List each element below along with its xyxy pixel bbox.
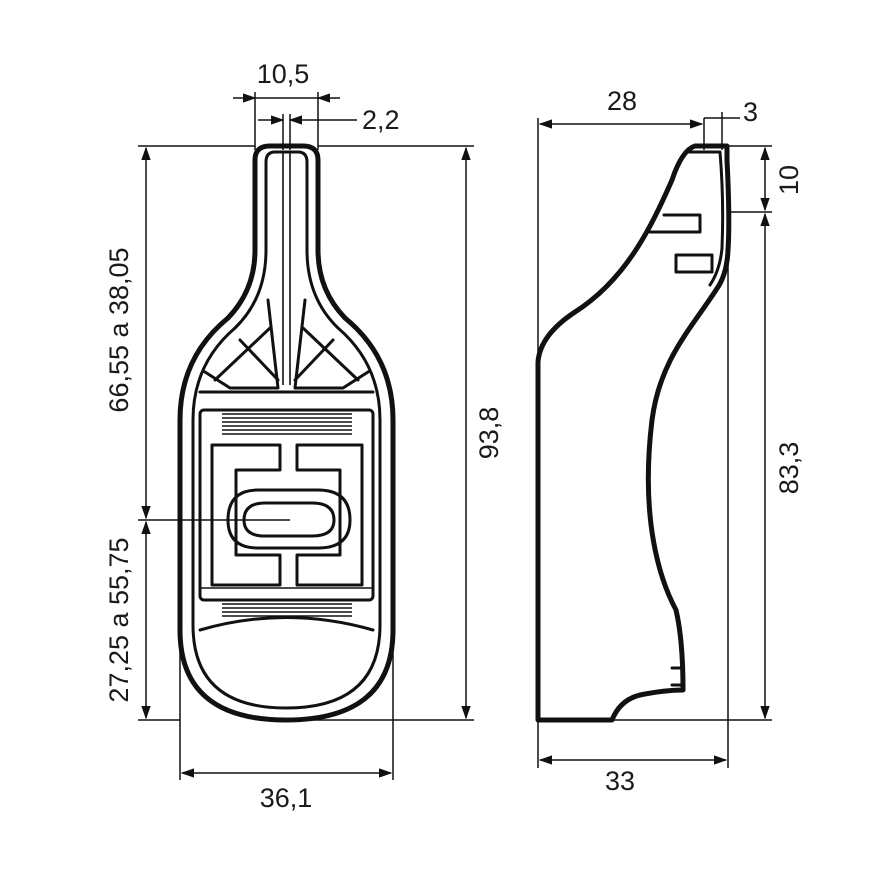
side-dimensions: 28 3 10 83,3 33 (537, 86, 804, 796)
front-inner-outline (191, 150, 382, 710)
dim-side-height: 83,3 (774, 442, 804, 495)
dim-upper-range: 66,55 a 38,05 (104, 247, 134, 412)
dim-lower-range: 27,25 a 55,75 (104, 537, 134, 702)
dim-total-height: 93,8 (474, 407, 504, 460)
dim-slot-width: 2,2 (362, 105, 400, 135)
dim-side-depth: 33 (605, 766, 635, 796)
rib-cross-right (301, 326, 360, 382)
bottom-hatch (222, 599, 352, 617)
top-hatch (222, 413, 352, 435)
side-inner-outline (683, 150, 725, 287)
dim-top-width: 10,5 (257, 59, 310, 89)
bracket-right (295, 443, 364, 587)
front-dimensions: 10,5 2,2 93,8 66,55 a 38,05 27,25 a 55,7… (104, 59, 504, 813)
rib-left (203, 298, 280, 390)
rib-cross-left (213, 326, 272, 382)
side-outer-outline (535, 143, 732, 723)
rib-inner-right (293, 338, 335, 382)
dim-body-width: 36,1 (260, 783, 313, 813)
side-notch (674, 253, 714, 274)
front-outer-outline (177, 143, 396, 723)
rib-inner-left (238, 338, 280, 382)
dim-side-lip: 3 (743, 97, 758, 127)
bracket-left (210, 443, 282, 587)
oval-inner (242, 501, 336, 538)
side-tab (670, 666, 685, 687)
side-step (648, 213, 702, 234)
front-view (177, 143, 396, 723)
bottom-arc (198, 616, 375, 632)
dim-side-top-depth: 28 (607, 86, 637, 116)
side-view (535, 143, 732, 723)
rib-right (293, 298, 370, 390)
dim-side-top-height: 10 (774, 165, 804, 195)
oval-outer (226, 488, 352, 550)
